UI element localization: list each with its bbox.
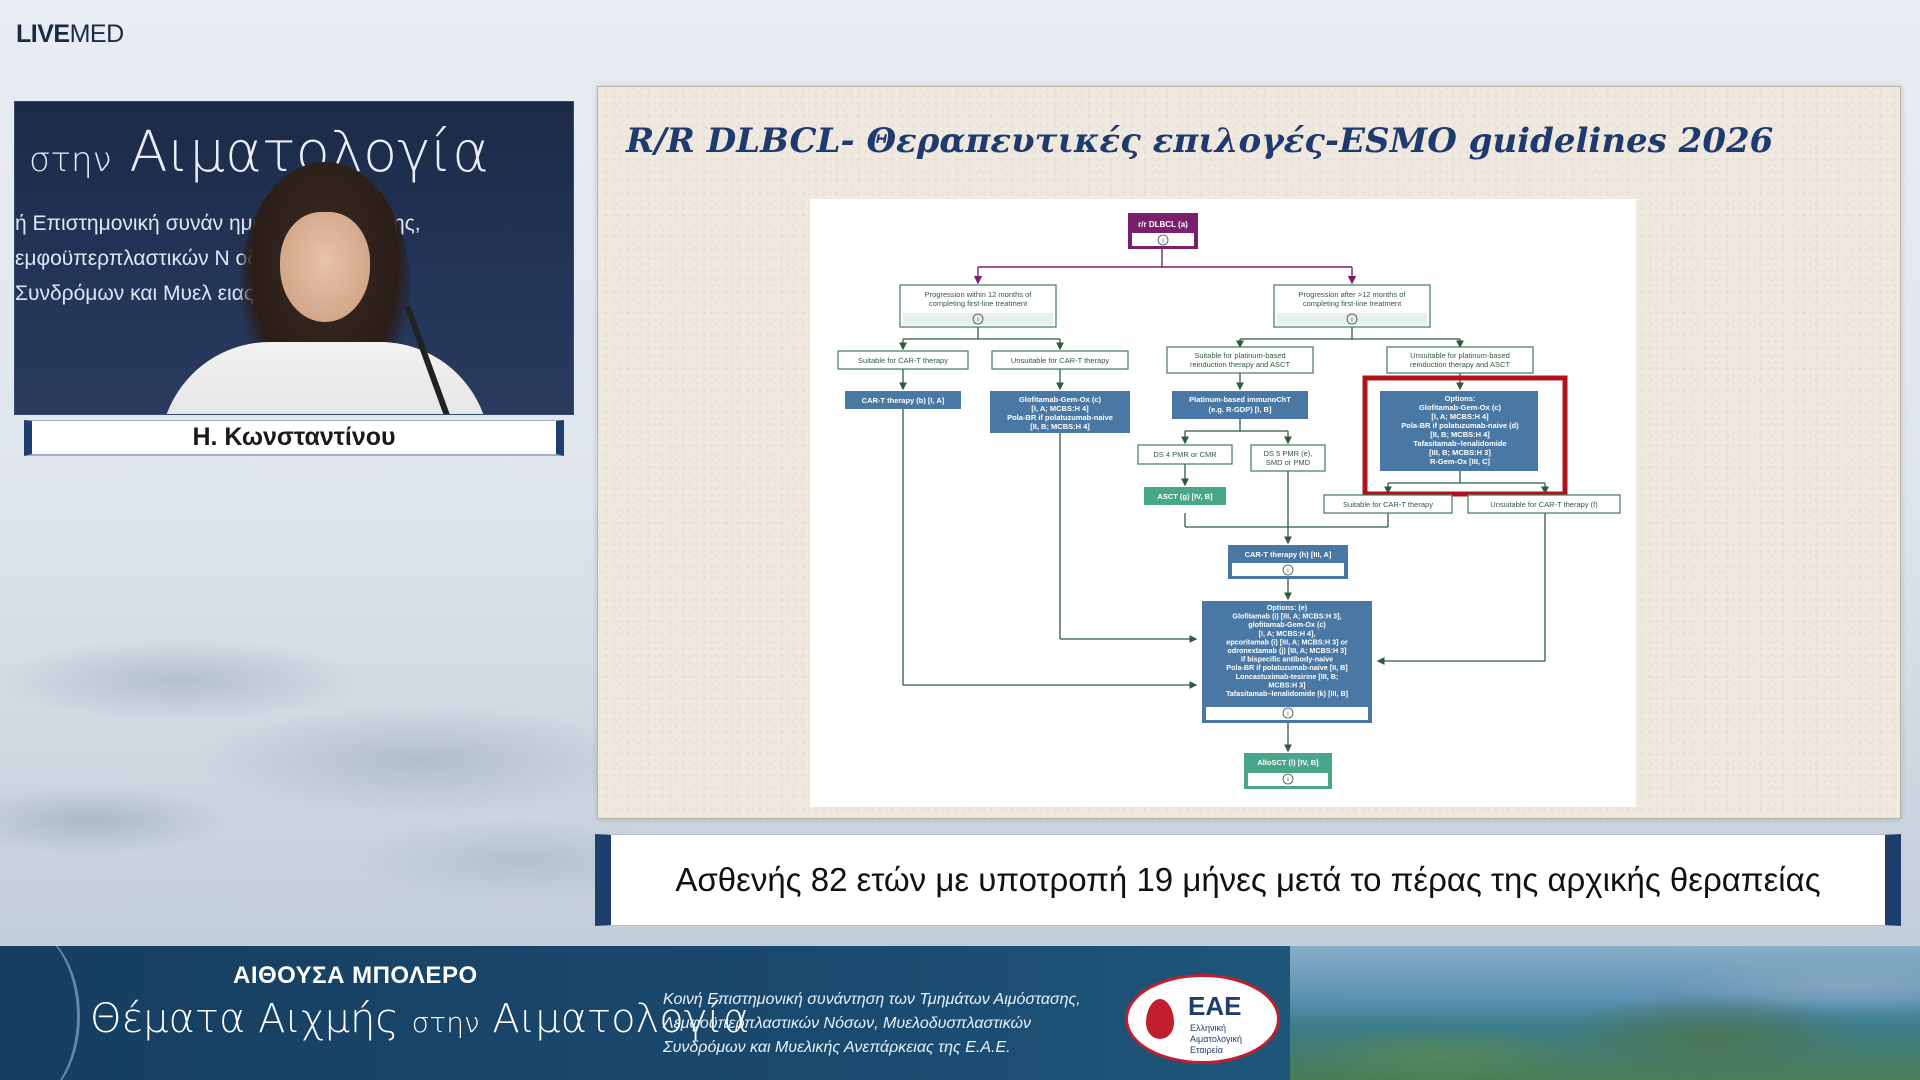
svg-text:i: i	[1287, 711, 1288, 718]
speaker-video: στην Αιματολογία ή Επιστημονική συνάν ημ…	[14, 101, 574, 415]
conference-title-c: Αιματολογία	[492, 996, 750, 1042]
flow-options-big-line: Tafasitamab–lenalidomide (k) [III, B]	[1226, 689, 1348, 698]
flow-prog-after-line1: Progression after >12 months of	[1299, 290, 1407, 299]
video-backdrop-title-small: στην	[29, 140, 112, 180]
flow-ds4: DS 4 PMR or CMR	[1153, 450, 1217, 459]
flow-cart-therapy-h: CAR-T therapy (h) [III, A]	[1245, 550, 1332, 559]
flow-glofit-left-2: [I, A; MCBS:H 4]	[1031, 404, 1089, 413]
flow-prog-after-line2: completing first-line treatment	[1303, 299, 1402, 308]
flow-glofit-left-1: Glofitamab-Gem-Ox (c)	[1019, 395, 1102, 404]
logo-med: MED	[69, 20, 125, 48]
flow-options-big-line: Options: (e)	[1267, 603, 1308, 612]
livemed-logo: LIVEMED	[16, 20, 124, 49]
flow-platinum-2: (e.g. R-GDP) [I, B]	[1209, 405, 1272, 414]
svg-text:i: i	[1162, 238, 1163, 245]
eae-full-name: Ελληνική Αιματολογική Εταιρεία	[1190, 1023, 1243, 1055]
svg-text:i: i	[1287, 568, 1288, 575]
flow-prog-within-line2: completing first-line treatment	[929, 299, 1028, 308]
banner-landscape-photo	[1290, 946, 1920, 1080]
blood-drop-icon	[1146, 999, 1174, 1039]
flow-asct: ASCT (g) [IV, B]	[1157, 492, 1213, 501]
flowchart-image: r/r DLBCL (a) i Progression within 12 mo…	[810, 199, 1636, 807]
flow-options-big-lines: Options: (e)Glofitamab (i) [III, A; MCBS…	[1226, 603, 1348, 698]
flow-suitable-plat-line1: Suitable for platinum-based	[1194, 351, 1285, 360]
flow-options-big-line: if bispecific antibody-naive	[1241, 655, 1333, 664]
flow-unsuitable-plat-line1: Unsuitable for platinum-based	[1410, 351, 1510, 360]
presenter	[120, 152, 490, 414]
flow-suitable-cart: Suitable for CAR-T therapy	[858, 356, 948, 365]
flow-suitable-plat-line2: reinduction therapy and ASCT	[1190, 360, 1290, 369]
flow-glofit-left-3: Pola-BR if polatuzumab-naive	[1007, 413, 1113, 422]
flow-options-big-line: Glofitamab (i) [III, A; MCBS:H 3],	[1232, 612, 1341, 621]
flow-ds5-line1: DS 5 PMR (e),	[1264, 449, 1313, 458]
flow-options-big-line: MCBS:H 3]	[1268, 680, 1305, 689]
speaker-nameplate: Η. Κωνσταντίνου	[24, 420, 564, 456]
conference-title: Θέματα Αιχμής στην Αιματολογία	[90, 996, 749, 1042]
flow-options-right-1: Options:	[1445, 394, 1476, 403]
eae-logo: ΕΑΕ Ελληνική Αιματολογική Εταιρεία	[1125, 974, 1280, 1064]
flow-options-right-6: Tafasitamab–lenalidomide	[1413, 439, 1506, 448]
conference-banner: ΑΙΘΟΥΣΑ ΜΠΟΛΕΡΟ Θέματα Αιχμής στην Αιματ…	[0, 946, 1920, 1080]
flow-suitable-cart-f: Suitable for CAR-T therapy	[1343, 500, 1433, 509]
flow-options-big-line: [I, A; MCBS:H 4],	[1259, 629, 1316, 638]
flow-allosct: AlloSCT (l) [IV, B]	[1257, 758, 1319, 767]
flow-options-big-line: Pola-BR if polatuzumab-naive [II, B]	[1226, 663, 1347, 672]
banner-swoosh	[0, 946, 80, 1080]
conference-description: Κοινή Επιστημονική συνάντηση των Τμημάτω…	[663, 988, 1081, 1060]
flow-options-big-line: Loncastuximab-tesirine [III, B;	[1236, 672, 1339, 681]
flowchart: r/r DLBCL (a) i Progression within 12 mo…	[837, 213, 1621, 789]
presentation-slide: R/R DLBCL- Θεραπευτικές επιλογές-ESMO gu…	[597, 86, 1901, 819]
flow-platinum-1: Platinum-based immunoChT	[1189, 395, 1291, 404]
flow-unsuitable-cart-f: Unsuitable for CAR-T therapy (f)	[1490, 500, 1598, 509]
svg-text:i: i	[1287, 777, 1288, 784]
flow-ds5-line2: SMD or PMD	[1266, 458, 1311, 467]
flow-glofit-left-4: [II, B; MCBS:H 4]	[1030, 422, 1090, 431]
slide-caption: Ασθενής 82 ετών με υποτροπή 19 μήνες μετ…	[595, 834, 1901, 926]
slide-title: R/R DLBCL- Θεραπευτικές επιλογές-ESMO gu…	[626, 121, 1774, 161]
flow-options-right-8: R-Gem-Ox [III, C]	[1430, 457, 1491, 466]
svg-text:i: i	[1351, 317, 1352, 324]
eae-abbr: ΕΑΕ	[1188, 991, 1242, 1021]
flow-highlight-box	[1362, 375, 1568, 497]
flow-options-right-7: [III, B; MCBS:H 3]	[1429, 448, 1491, 457]
logo-live: LIVE	[16, 20, 70, 48]
conference-title-a: Θέματα Αιχμής	[90, 996, 399, 1042]
flow-cart-therapy-left: CAR-T therapy (b) [I, A]	[862, 396, 945, 405]
presenter-face	[280, 212, 370, 322]
flow-root-label: r/r DLBCL (a)	[1138, 220, 1188, 229]
flow-options-right-3: [I, A; MCBS:H 4]	[1431, 412, 1489, 421]
flow-options-big-box	[1202, 601, 1372, 723]
flow-prog-within-line1: Progression within 12 months of	[925, 290, 1033, 299]
flow-unsuitable-plat-line2: reinduction therapy and ASCT	[1410, 360, 1510, 369]
flow-options-right-5: [II, B; MCBS:H 4]	[1430, 430, 1490, 439]
flow-unsuitable-cart: Unsuitable for CAR-T therapy	[1011, 356, 1109, 365]
hall-name: ΑΙΘΟΥΣΑ ΜΠΟΛΕΡΟ	[233, 962, 478, 989]
flow-options-right-2: Glofitamab-Gem-Ox (c)	[1419, 403, 1502, 412]
svg-text:i: i	[977, 317, 978, 324]
flow-options-big-line: odronextamab (j) [III, A; MCBS:H 3]	[1227, 646, 1346, 655]
conference-description-line-3: Συνδρόμων και Μυελικής Ανεπάρκειας της Ε…	[663, 1039, 1011, 1056]
conference-description-line-1: Κοινή Επιστημονική συνάντηση των Τμημάτω…	[663, 991, 1081, 1008]
conference-description-line-2: Λεμφοϋπερπλαστικών Νόσων, Μυελοδυσπλαστι…	[663, 1015, 1031, 1032]
flow-options-big-line: glofitamab-Gem-Ox (c)	[1248, 620, 1326, 629]
flow-options-right-4: Pola-BR if polatuzumab-naive (d)	[1401, 421, 1519, 430]
conference-title-b: στην	[411, 1006, 480, 1039]
flow-options-big-line: epcoritamab (i) [III, A; MCBS:H 3] or	[1226, 637, 1348, 646]
